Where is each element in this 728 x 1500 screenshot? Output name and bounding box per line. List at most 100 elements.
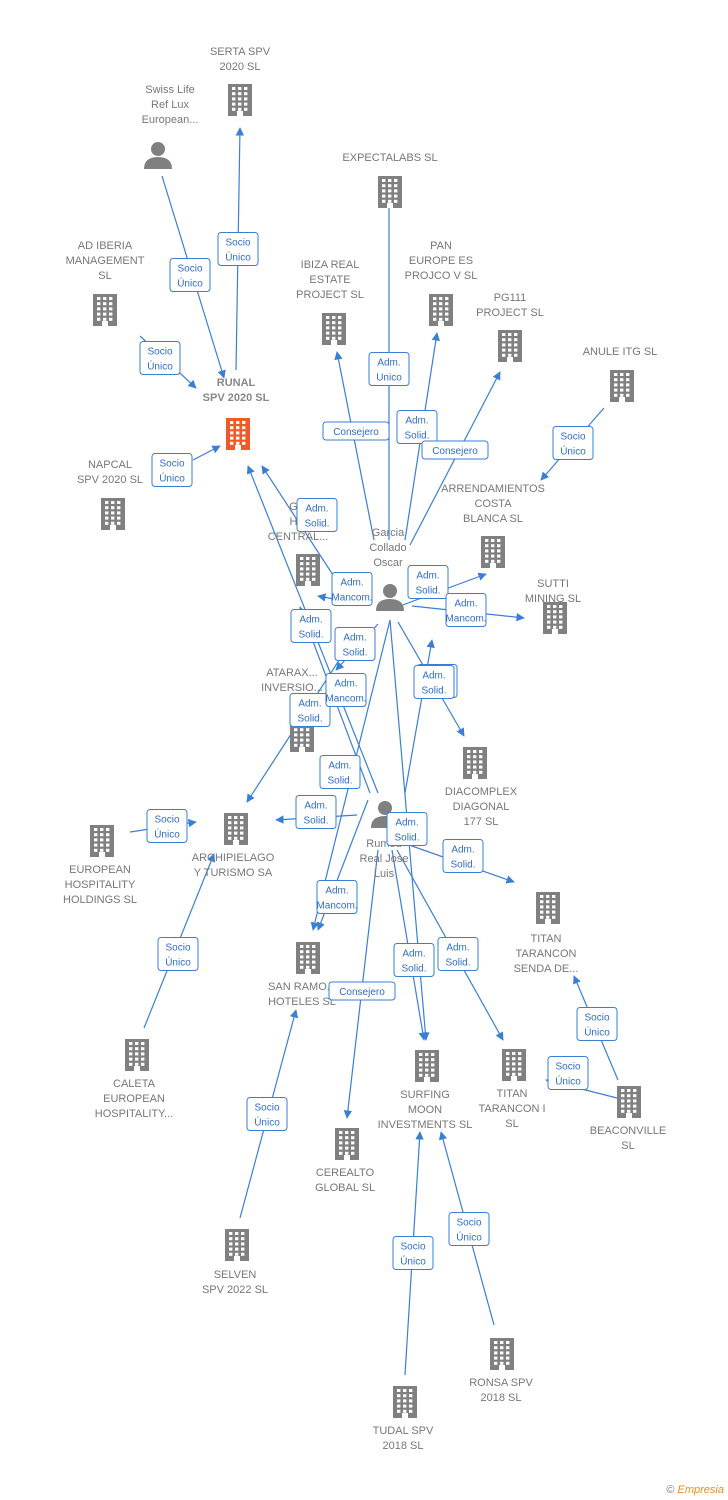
edge-label-text: Solid. <box>421 686 446 697</box>
edge-label-garcia-archip[interactable]: Adm.Solid. <box>289 693 331 727</box>
building-window <box>244 102 248 106</box>
node-caleta[interactable]: CALETAEUROPEANHOSPITALITY... <box>95 1039 173 1120</box>
building-window <box>242 436 246 440</box>
node-expectalabs[interactable]: EXPECTALABS SL <box>342 152 438 208</box>
edge-label-garcia-pg111[interactable]: Consejero <box>421 440 489 460</box>
building-window <box>234 821 238 825</box>
building-window <box>238 102 242 106</box>
edge-label-garcia-atarax[interactable]: Adm.Solid. <box>290 609 332 643</box>
edge-label-garcia-pan[interactable]: Adm.Solid. <box>396 410 438 444</box>
building-window <box>431 1058 435 1062</box>
building-window <box>546 905 550 909</box>
edge-label-garcia-runal[interactable]: Adm.Solid. <box>296 498 338 532</box>
node-label: NAPCAL <box>88 459 132 471</box>
building-window <box>403 1409 407 1413</box>
edge-label-garcia-ibiza[interactable]: Consejero <box>322 421 390 441</box>
building-window <box>559 615 563 619</box>
edge-label-rumeu-archip[interactable]: Adm.Solid. <box>295 795 337 829</box>
edge-label-rumeu-surfing[interactable]: Adm.Solid. <box>386 812 428 846</box>
node-label: HOLDINGS SL <box>63 894 137 906</box>
building-window <box>351 1136 355 1140</box>
edge-label-garcia-sutti[interactable]: Adm.Mancom. <box>445 593 487 627</box>
edge-label-garcia-gcentral[interactable]: Adm.Mancom. <box>331 572 373 606</box>
empresia-credit[interactable]: © Empresia <box>666 1484 724 1496</box>
edge-label-rumeu-gcentral[interactable]: Adm.Solid. <box>334 627 376 661</box>
edge-label-text: Solid. <box>304 519 329 530</box>
building-window <box>294 738 298 742</box>
edge-label-garcia-surfing[interactable]: Adm.Solid. <box>393 943 435 977</box>
edge-label-box <box>392 1236 434 1270</box>
edge-label-rumeu-titani[interactable]: Adm.Solid. <box>437 937 479 971</box>
building-window <box>633 1094 637 1098</box>
edge-label-rumeu-sanramon[interactable]: Adm.Mancom. <box>325 673 367 707</box>
edge-label-garcia-arrend[interactable]: Adm.Solid. <box>407 565 449 599</box>
building-window <box>240 826 244 830</box>
edge-label-rumeu-cerealto[interactable]: Consejero <box>328 981 396 1001</box>
building-window <box>238 92 242 96</box>
node-sanramon[interactable]: SAN RAMO...HOTELES SL <box>268 942 336 1008</box>
building-window <box>129 1052 133 1056</box>
node-anule[interactable]: ANULE ITG SL <box>583 346 658 402</box>
building-window <box>559 620 563 624</box>
edge-label-rumeu-runal[interactable]: Adm.Solid. <box>319 755 361 789</box>
edge-label-rumeu-arrend[interactable]: Adm.Solid. <box>413 665 455 699</box>
building-window <box>409 1389 413 1392</box>
building-window <box>242 441 246 445</box>
building-window <box>388 179 392 182</box>
edge-label-text: Solid. <box>445 958 470 969</box>
building-window <box>409 1404 413 1408</box>
edge-label-box <box>328 981 396 1001</box>
building-window <box>552 910 556 914</box>
edge-labels-layer: SocioÚnicoSocioÚnicoSocioÚnicoSocioÚnico… <box>139 232 618 1270</box>
building-window <box>338 316 342 319</box>
building-window <box>228 826 232 830</box>
edge-label-text: Único <box>225 251 251 264</box>
building-window <box>300 733 304 737</box>
edge-label-box <box>445 593 487 627</box>
node-label: EUROPE ES <box>409 255 473 267</box>
node-label: PG111 <box>494 292 527 304</box>
edge-label-garcia-sanramon[interactable]: Adm.Mancom. <box>316 880 358 914</box>
edge-label-text: Adm. <box>304 801 327 812</box>
edge-label-garcia-expectalabs[interactable]: Adm.Unico <box>368 352 410 386</box>
edge-label-rumeu-titansenda[interactable]: Adm.Solid. <box>442 839 484 873</box>
edge-label-box <box>151 453 193 487</box>
building-window <box>547 610 551 614</box>
node-label: PROJECT SL <box>476 307 544 319</box>
